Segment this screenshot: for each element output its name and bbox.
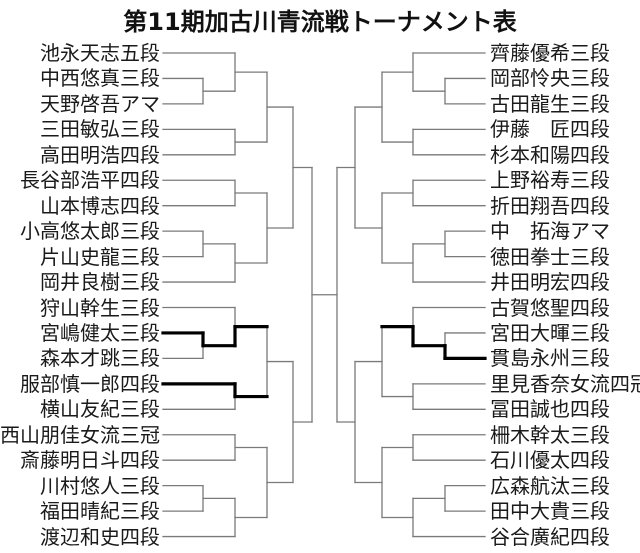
right-entrant-name: 齊藤優希三段	[490, 41, 610, 65]
right-entrant-name: 宮田大暉三段	[490, 320, 610, 345]
left-entrant-name: 斎藤明日斗四段	[20, 448, 160, 473]
right-entrant-name: 谷合廣紀四段	[490, 524, 610, 549]
left-entrant-name: 福田晴紀三段	[40, 499, 160, 524]
right-entrant-name: 中 拓海アマ	[490, 219, 610, 244]
left-entrant-name: 片山史龍三段	[40, 244, 160, 269]
left-entrant-name: 三田敏弘三段	[40, 117, 160, 142]
page-title: 第11期加古川青流戦トーナメント表	[123, 8, 517, 36]
right-entrant-name: 冨田誠也四段	[490, 397, 610, 422]
left-entrant-name: 小高悠太郎三段	[20, 219, 160, 244]
right-entrant-name: 杉本和陽四段	[490, 142, 610, 167]
left-entrant-name: 西山朋佳女流三冠	[0, 422, 160, 447]
left-entrant-name: 狩山幹生三段	[40, 295, 160, 320]
right-entrant-name: 古賀悠聖四段	[490, 295, 610, 320]
right-entrant-name: 徳田拳士三段	[490, 244, 610, 269]
right-entrant-name: 伊藤 匠四段	[490, 117, 610, 142]
left-entrant-name: 宮嶋健太三段	[40, 320, 160, 345]
right-entrant-name: 井田明宏四段	[490, 270, 610, 295]
right-entrant-name: 貫島永州三段	[490, 346, 610, 371]
left-entrant-name: 渡辺和史四段	[40, 524, 160, 549]
right-entrant-name: 広森航汰三段	[490, 473, 610, 498]
left-entrant-name: 天野啓吾アマ	[40, 91, 160, 116]
right-entrant-name: 古田龍生三段	[490, 91, 610, 116]
left-entrant-name: 中西悠真三段	[40, 66, 160, 91]
left-entrant-name: 横山友紀三段	[40, 397, 160, 422]
left-entrant-name: 服部慎一郎四段	[20, 371, 160, 396]
right-entrant-name: 柵木幹太三段	[490, 422, 610, 447]
right-entrant-name: 石川優太四段	[490, 448, 610, 473]
left-entrant-name: 川村悠人三段	[40, 473, 160, 498]
left-entrant-name: 高田明浩四段	[40, 142, 160, 167]
right-entrant-name: 田中大貴三段	[490, 499, 610, 524]
right-entrant-name: 折田翔吾四段	[490, 193, 610, 218]
right-entrant-name: 岡部怜央三段	[490, 66, 610, 91]
left-entrant-name: 山本博志四段	[40, 193, 160, 218]
left-entrant-name: 長谷部浩平四段	[20, 168, 160, 193]
left-entrant-name: 岡井良樹三段	[40, 270, 160, 295]
right-entrant-name: 里見香奈女流四冠	[490, 371, 640, 396]
left-entrant-name: 池永天志五段	[40, 41, 160, 65]
right-entrant-name: 上野裕寿三段	[490, 168, 610, 193]
left-entrant-name: 森本才跳三段	[40, 346, 160, 371]
